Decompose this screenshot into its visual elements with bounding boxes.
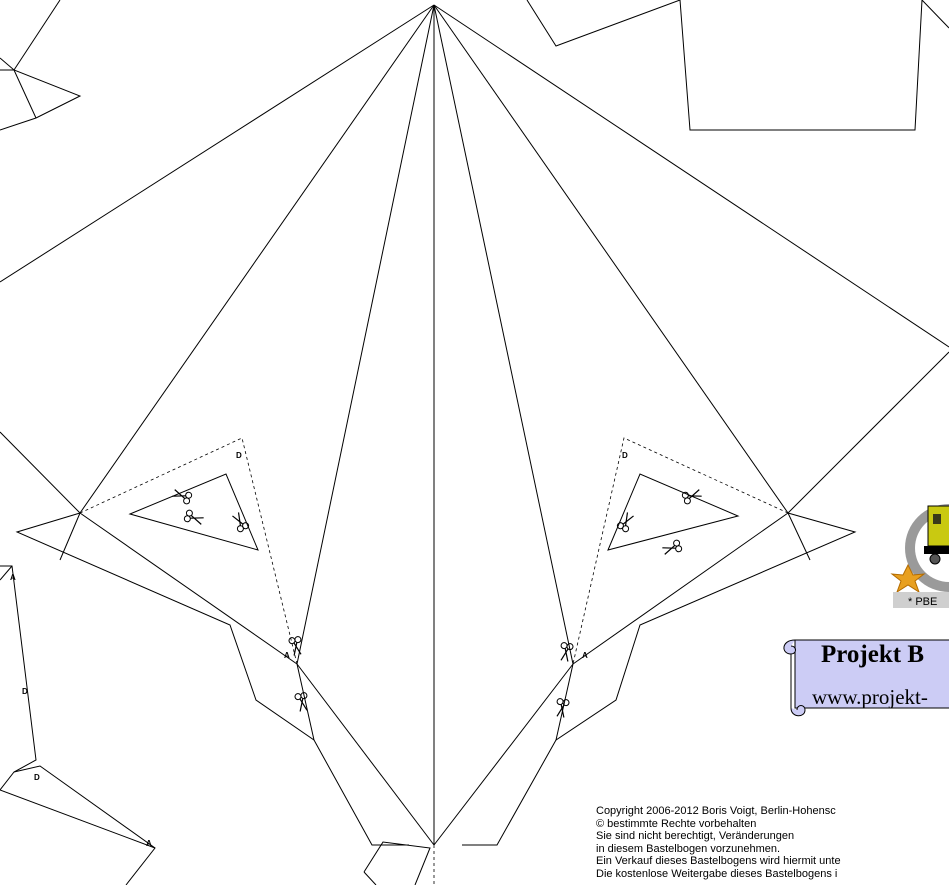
marker-d: D — [622, 451, 628, 460]
copyright-line: in diesem Bastelbogen vorzunehmen. — [596, 842, 781, 855]
marker-d: D — [34, 773, 40, 782]
copyright-block: Copyright 2006-2012 Boris Voigt, Berlin-… — [596, 805, 841, 880]
scissors-icon — [615, 510, 637, 534]
banner-url: www.projekt- — [812, 685, 928, 709]
scissors-icon — [170, 486, 194, 506]
bottom-left-piece — [0, 565, 156, 885]
copyright-line: Die kostenlose Weitergabe dieses Bastelb… — [596, 867, 838, 880]
marker-d: D — [22, 687, 28, 696]
copyright-line: Sie sind nicht berechtigt, Veränderungen — [596, 830, 795, 842]
scissors-icon — [680, 486, 704, 506]
pbe-logo — [890, 504, 949, 608]
scissors-icon — [229, 510, 251, 534]
banner-title: Projekt B — [821, 641, 924, 668]
scissors-icon — [660, 538, 684, 558]
right-cutout-triangle — [607, 473, 740, 558]
star-piece — [0, 4, 949, 885]
locomotive-logo-icon — [927, 505, 949, 547]
marker-a: A — [10, 573, 16, 582]
marker-d: D — [236, 451, 242, 460]
scissors-icon — [557, 641, 575, 663]
copyright-line: © bestimmte Rechte vorbehalten — [596, 817, 757, 830]
top-left-piece — [0, 0, 82, 131]
top-right-piece — [526, 0, 949, 131]
marker-a: A — [146, 839, 152, 848]
scissors-icon — [182, 508, 206, 528]
copyright-line: Ein Verkauf dieses Bastelbogens wird hie… — [596, 855, 841, 867]
left-cutout-triangle — [128, 473, 259, 551]
side-scissors — [287, 635, 575, 719]
logo-caption: * PBE — [908, 596, 938, 608]
copyright-line: Copyright 2006-2012 Boris Voigt, Berlin-… — [596, 805, 836, 817]
marker-a: A — [284, 651, 290, 660]
marker-a: A — [582, 651, 588, 660]
banner-scroll — [783, 639, 949, 717]
star-icon — [890, 563, 926, 594]
